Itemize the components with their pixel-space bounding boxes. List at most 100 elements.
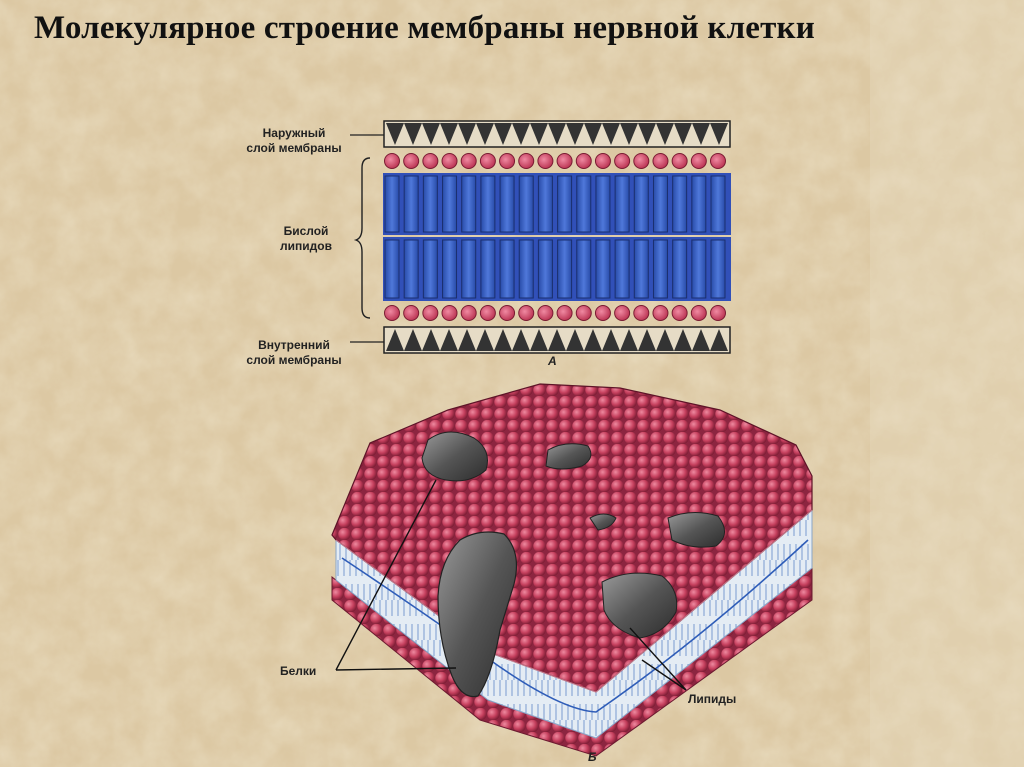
lipid-head-outer xyxy=(441,153,458,169)
protein-1 xyxy=(421,431,488,482)
inner-triangle xyxy=(584,329,602,351)
outer-layer-label: Наружный слой мембраны xyxy=(232,126,356,156)
inner-triangle xyxy=(476,329,494,351)
outer-lipid-heads xyxy=(384,153,726,169)
outer-triangle xyxy=(494,123,512,145)
protein-4 xyxy=(667,512,725,548)
inner-triangle xyxy=(458,329,476,351)
outer-triangle xyxy=(458,123,476,145)
lipid-head-inner xyxy=(556,305,573,321)
lipid-tail-inner xyxy=(537,239,553,299)
inner-triangle xyxy=(386,329,404,351)
lipid-tail-outer xyxy=(710,175,726,233)
proteins-label: Белки xyxy=(280,664,317,678)
lipid-tail-inner xyxy=(518,239,534,299)
lipid-tail-outer xyxy=(499,175,515,233)
inner-layer-label-line1: Внутренний xyxy=(258,338,330,352)
membrane-3d-model xyxy=(331,383,813,757)
lipid-tail-inner xyxy=(576,239,592,299)
lipid-head-outer xyxy=(652,153,669,169)
lipid-head-outer xyxy=(460,153,477,169)
lipid-tail-outer xyxy=(442,175,458,233)
lipid-tail-outer xyxy=(633,175,649,233)
transmembrane-protein xyxy=(437,531,517,698)
inner-triangle xyxy=(494,329,512,351)
lipid-tail-inner xyxy=(710,239,726,299)
figure-letter-a: А xyxy=(548,354,557,368)
inner-triangle xyxy=(512,329,530,351)
lipid-tail-inner xyxy=(384,239,400,299)
inner-triangle xyxy=(530,329,548,351)
lipid-tail-outer xyxy=(422,175,438,233)
lipid-head-inner xyxy=(441,305,458,321)
inner-triangle xyxy=(620,329,638,351)
lipid-tail-inner xyxy=(691,239,707,299)
inner-triangle xyxy=(404,329,422,351)
lipid-head-outer xyxy=(499,153,516,169)
lipid-head-inner xyxy=(652,305,669,321)
lipid-tail-outer xyxy=(384,175,400,233)
lipid-tail-inner xyxy=(614,239,630,299)
lipid-tail-outer xyxy=(537,175,553,233)
outer-triangle xyxy=(386,123,404,145)
lipid-tail-outer xyxy=(403,175,419,233)
lipid-tail-outer xyxy=(480,175,496,233)
bilayer-label-line2: липидов xyxy=(280,239,332,253)
inner-layer-label: Внутренний слой мембраны xyxy=(232,338,356,368)
lipid-head-inner xyxy=(460,305,477,321)
lipid-head-inner xyxy=(518,305,535,321)
lipid-tail-outer xyxy=(652,175,668,233)
lipid-head-inner xyxy=(710,305,726,321)
lipid-tail-inner xyxy=(499,239,515,299)
lipid-tail-outer xyxy=(691,175,707,233)
lipid-head-inner xyxy=(575,305,592,321)
outer-triangle xyxy=(602,123,620,145)
protein-5 xyxy=(601,572,678,639)
lipid-head-outer xyxy=(594,153,611,169)
outer-triangle xyxy=(548,123,566,145)
lipid-tails-top xyxy=(384,175,726,233)
protein-3 xyxy=(589,513,617,531)
inner-triangle xyxy=(674,329,692,351)
lipid-head-outer xyxy=(556,153,573,169)
outer-triangle xyxy=(566,123,584,145)
lipid-head-outer xyxy=(537,153,554,169)
lipid-head-outer xyxy=(403,153,420,169)
lipid-head-outer xyxy=(518,153,535,169)
lipid-tail-inner xyxy=(557,239,573,299)
lipid-head-inner xyxy=(384,305,400,321)
lipid-head-outer xyxy=(575,153,592,169)
inner-lipid-heads xyxy=(384,305,726,321)
lipid-head-inner xyxy=(403,305,420,321)
lipid-head-outer xyxy=(633,153,650,169)
outer-triangle xyxy=(710,123,728,145)
inner-triangles xyxy=(386,329,728,351)
lipid-head-inner xyxy=(690,305,707,321)
lipid-tail-outer xyxy=(518,175,534,233)
lipid-head-inner xyxy=(537,305,554,321)
lipid-tail-outer xyxy=(614,175,630,233)
outer-triangle xyxy=(638,123,656,145)
lipid-head-outer xyxy=(614,153,631,169)
outer-triangle xyxy=(440,123,458,145)
lipid-tail-outer xyxy=(557,175,573,233)
bilayer-label-line1: Бислой xyxy=(283,224,329,238)
lipid-tail-inner xyxy=(633,239,649,299)
bilayer-label: Бислой липидов xyxy=(260,224,352,254)
lipid-tail-inner xyxy=(652,239,668,299)
lipid-head-inner xyxy=(671,305,688,321)
outer-layer-label-line2: слой мембраны xyxy=(246,141,342,155)
lipid-head-outer xyxy=(422,153,439,169)
protein-2 xyxy=(545,443,592,470)
lipid-tail-inner xyxy=(403,239,419,299)
inner-triangle xyxy=(566,329,584,351)
outer-triangle xyxy=(656,123,674,145)
bilayer-brace xyxy=(353,157,371,319)
lipid-head-outer xyxy=(479,153,496,169)
lipid-tail-outer xyxy=(595,175,611,233)
inner-triangle xyxy=(656,329,674,351)
lipid-head-outer xyxy=(690,153,707,169)
lipids-label: Липиды xyxy=(688,692,737,706)
inner-triangle xyxy=(422,329,440,351)
